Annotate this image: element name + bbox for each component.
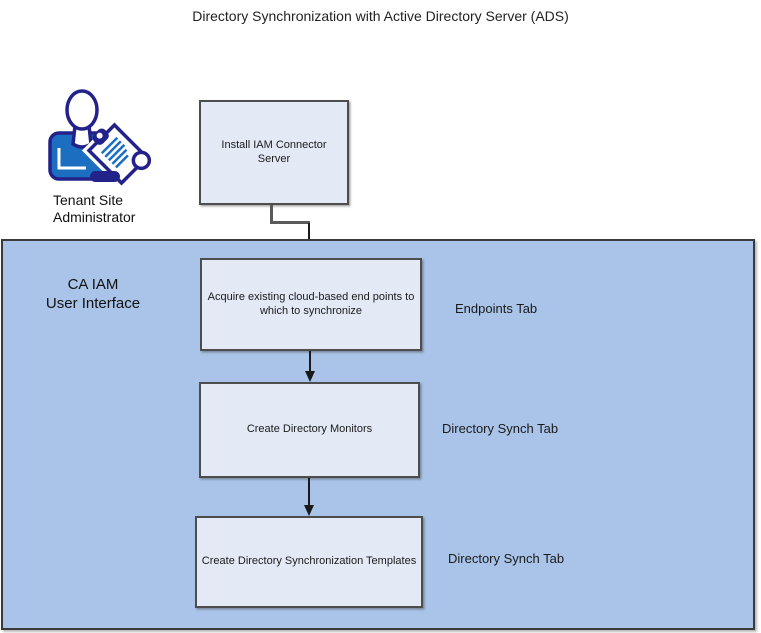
container-label-line2: User Interface xyxy=(45,294,141,312)
arrow-line xyxy=(308,478,310,506)
arrowhead-down-icon xyxy=(304,505,314,516)
flow-box-create-directory-monitors: Create Directory Monitors xyxy=(199,382,420,478)
endpoints-tab-label: Endpoints Tab xyxy=(455,301,538,316)
person-with-clipboard-icon xyxy=(48,89,152,191)
actor-label: Tenant Site Administrator xyxy=(53,192,135,225)
flow-box-label: Acquire existing cloud-based end points … xyxy=(207,290,415,317)
actor-label-line1: Tenant Site xyxy=(53,192,124,208)
container-label-line1: CA IAM xyxy=(67,276,119,293)
connector-segment-horizontal xyxy=(270,221,310,224)
flow-box-install-iam-connector-server: Install IAM Connector Server xyxy=(199,100,349,205)
flow-box-acquire-endpoints: Acquire existing cloud-based end points … xyxy=(200,258,422,351)
directory-synch-tab-label-1: Directory Synch Tab xyxy=(442,421,559,436)
directory-synch-tab-label-2: Directory Synch Tab xyxy=(448,551,565,566)
flow-box-label: Create Directory Synchronization Templat… xyxy=(201,555,417,568)
connector-segment-vertical2 xyxy=(308,223,310,247)
arrow-line xyxy=(309,351,311,372)
diagram-title: Directory Synchronization with Active Di… xyxy=(192,8,569,24)
connector-segment-vertical xyxy=(270,205,273,224)
actor-label-line2: Administrator xyxy=(53,208,136,225)
container-label: CA IAM User Interface xyxy=(18,276,168,314)
arrowhead-down-icon xyxy=(305,371,315,382)
flow-box-create-directory-synchronization-templates: Create Directory Synchronization Templat… xyxy=(195,516,423,608)
flow-box-label: Install IAM Connector Server xyxy=(221,138,327,165)
flow-box-label: Create Directory Monitors xyxy=(246,423,373,436)
